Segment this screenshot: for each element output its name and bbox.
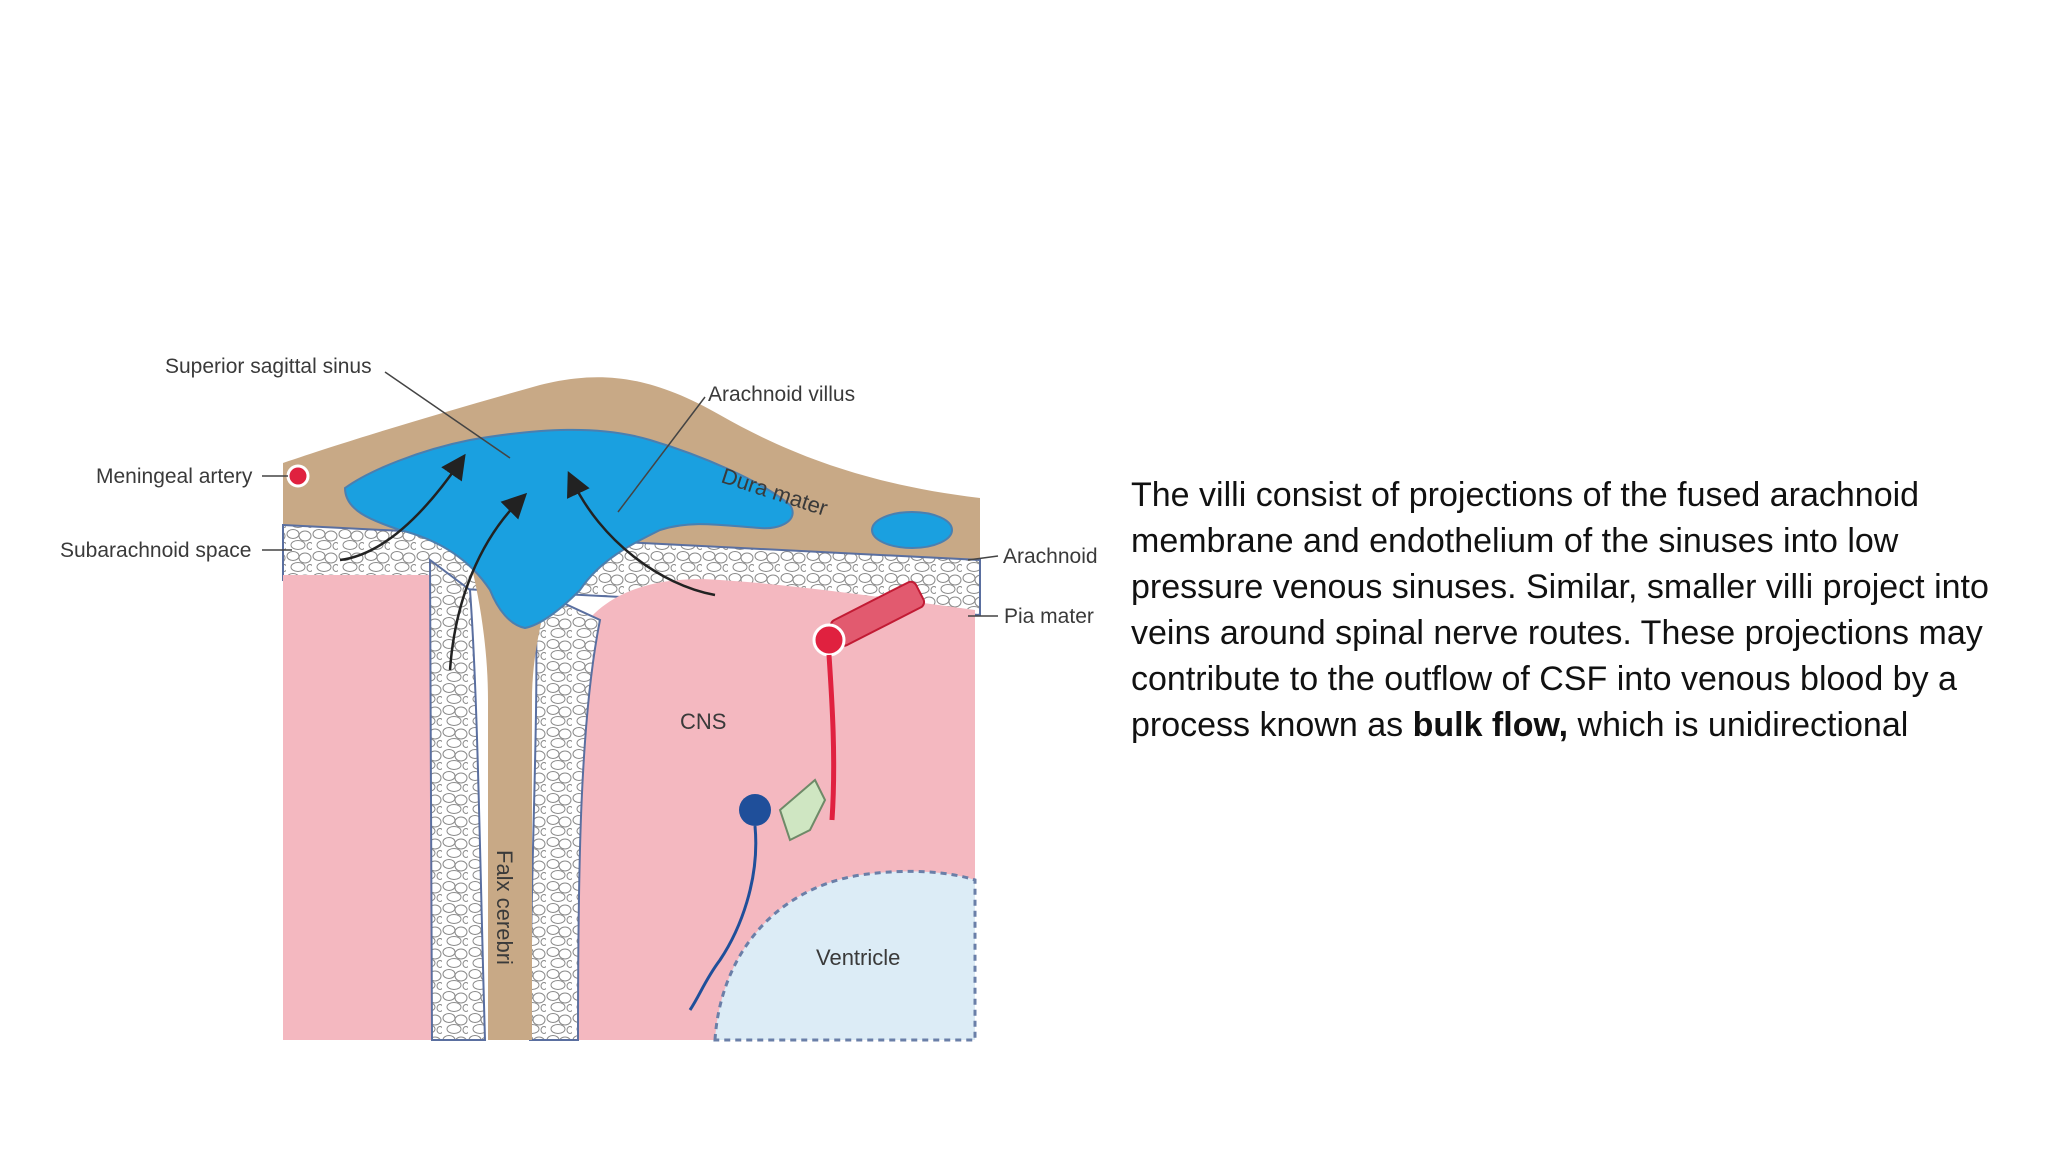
meninges-diagram: Superior sagittal sinus Arachnoid villus… xyxy=(60,355,1098,1042)
description-paragraph: The villi consist of projections of the … xyxy=(1131,472,1991,748)
label-pia-mater: Pia mater xyxy=(1004,605,1094,628)
label-ventricle: Ventricle xyxy=(816,945,900,970)
cns-left-hemisphere xyxy=(283,575,433,1040)
csf-arrow-2 xyxy=(448,492,528,671)
description-text-end: which is unidirectional xyxy=(1568,706,1909,744)
capillary xyxy=(826,654,837,821)
glia-cell xyxy=(778,778,827,842)
pial-vessel-section xyxy=(812,623,846,657)
label-falx-cerebri: Falx cerebri xyxy=(492,850,517,965)
label-arachnoid: Arachnoid xyxy=(1003,545,1098,568)
label-arachnoid-villus: Arachnoid villus xyxy=(708,383,855,406)
falx-cerebri-shape xyxy=(470,560,560,1040)
csf-arrow-3 xyxy=(567,470,716,597)
description-bold-term: bulk flow, xyxy=(1412,706,1569,744)
description-text: The villi consist of projections of the … xyxy=(1131,476,1989,744)
neuron-body xyxy=(739,794,771,826)
label-meningeal-artery: Meningeal artery xyxy=(96,465,253,488)
label-superior-sagittal-sinus: Superior sagittal sinus xyxy=(165,355,372,378)
leader-arachnoid xyxy=(967,555,999,561)
meningeal-artery-dot xyxy=(286,464,310,488)
arachnoid-wall-left xyxy=(428,557,487,1041)
label-cns: CNS xyxy=(680,709,726,734)
leader-superior-sagittal-sinus xyxy=(384,371,511,459)
small-sinus-shape xyxy=(871,511,953,549)
csf-arrow-1 xyxy=(339,453,466,562)
label-subarachnoid-space: Subarachnoid space xyxy=(60,539,251,562)
leader-arachnoid-villus xyxy=(617,396,706,513)
ventricle-shape xyxy=(713,869,977,1042)
axon xyxy=(688,825,758,1011)
arachnoid-wall-right xyxy=(528,588,602,1041)
